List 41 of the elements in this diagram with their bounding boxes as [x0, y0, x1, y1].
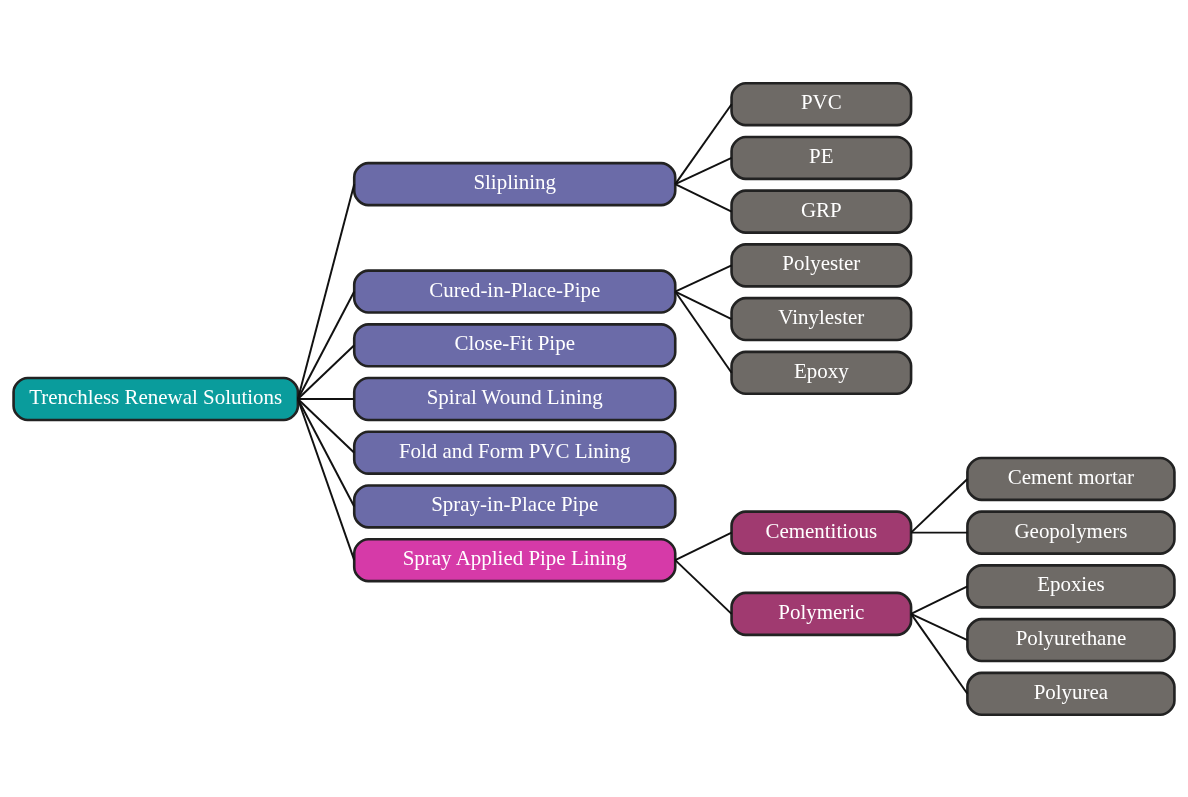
connector — [296, 397, 356, 507]
node-box: PE — [730, 135, 913, 180]
connector — [296, 182, 356, 400]
node-box: Cementitious — [730, 509, 913, 555]
connector — [910, 531, 969, 534]
connector — [910, 584, 969, 615]
node-box: Cement mortar — [966, 456, 1176, 501]
connector — [674, 290, 733, 320]
node-box: Vinylester — [730, 296, 913, 341]
connector — [910, 477, 969, 534]
connector — [674, 263, 733, 293]
connector — [296, 397, 356, 561]
node-box: Cured-in-Place-Pipe — [352, 268, 677, 314]
node-box: Spray Applied Pipe Lining — [352, 537, 677, 582]
node-box: Close-Fit Pipe — [352, 322, 677, 368]
node-box: Sliplining — [352, 161, 677, 206]
node-box: PVC — [730, 81, 913, 126]
node-box: Geopolymers — [966, 509, 1176, 555]
node-box: Polyester — [730, 242, 913, 288]
connector — [674, 156, 733, 185]
node-box: GRP — [730, 188, 913, 234]
node-box: Spiral Wound Lining — [352, 376, 677, 421]
node-box: Epoxies — [966, 563, 1176, 609]
connector — [674, 102, 733, 185]
node-box: Polyurea — [966, 671, 1176, 716]
connector — [674, 558, 733, 615]
node-box: Epoxy — [730, 350, 913, 395]
node-box: Polymeric — [730, 591, 913, 636]
node-box: Fold and Form PVC Lining — [352, 429, 677, 475]
connector — [296, 343, 356, 400]
connector — [674, 531, 733, 561]
node-box: Spray-in-Place Pipe — [352, 483, 677, 529]
node-box: Polyurethane — [966, 617, 1176, 662]
connector — [674, 290, 733, 374]
connector — [910, 612, 969, 641]
connector — [910, 612, 969, 695]
connector — [296, 397, 356, 400]
connector — [296, 290, 356, 400]
node-box: Trenchless Renewal Solutions — [12, 376, 300, 421]
connector — [674, 182, 733, 213]
connector — [296, 397, 356, 454]
